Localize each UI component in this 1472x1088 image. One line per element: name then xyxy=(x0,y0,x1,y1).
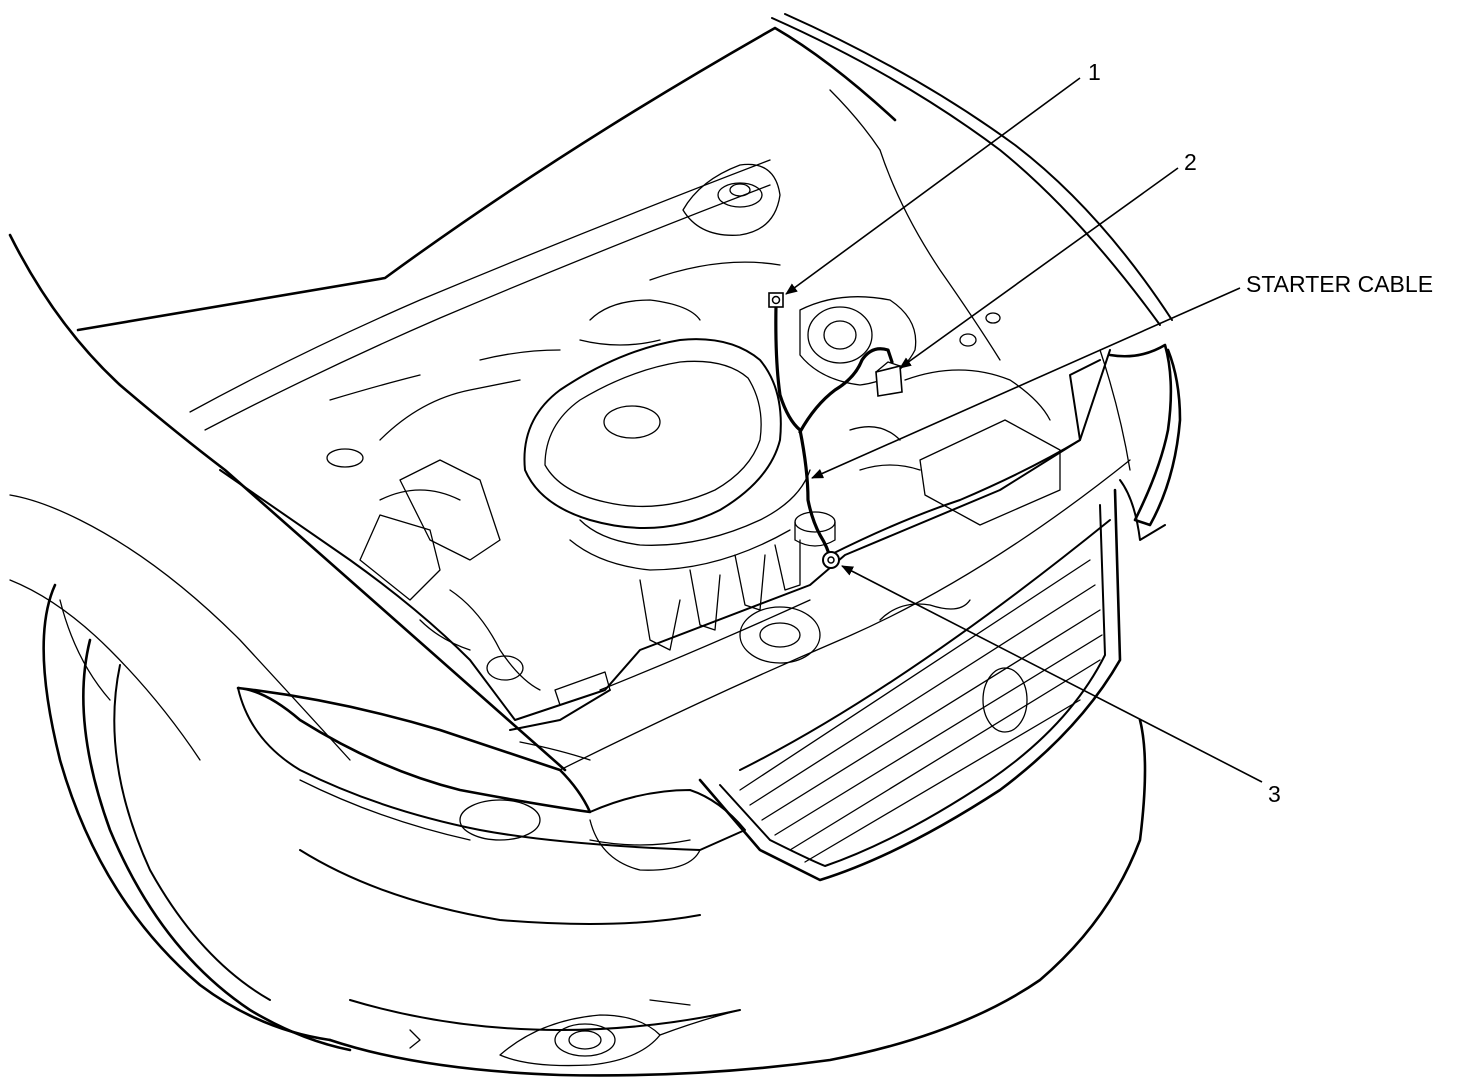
terminal-1 xyxy=(768,292,784,308)
connector-2 xyxy=(875,361,903,397)
engine-bay-outline xyxy=(219,349,1131,771)
left-fender xyxy=(8,233,567,1052)
callout-1-label: 1 xyxy=(1088,59,1101,85)
starter-cable xyxy=(774,303,894,560)
engine xyxy=(329,261,1061,691)
left-headlight xyxy=(236,686,746,871)
callout-2: 2 xyxy=(899,149,1197,369)
open-hood xyxy=(76,13,1173,468)
callout-3-label: 3 xyxy=(1268,781,1281,807)
callout-2-label: 2 xyxy=(1184,149,1197,175)
callout-3: 3 xyxy=(841,565,1281,807)
front-bumper xyxy=(299,718,1147,1077)
callout-starter-cable: STARTER CABLE xyxy=(811,271,1433,479)
front-grille xyxy=(698,343,1182,882)
ground-bolt-3 xyxy=(822,551,840,569)
callout-1: 1 xyxy=(785,59,1101,295)
callout-starter-cable-label: STARTER CABLE xyxy=(1246,271,1433,297)
